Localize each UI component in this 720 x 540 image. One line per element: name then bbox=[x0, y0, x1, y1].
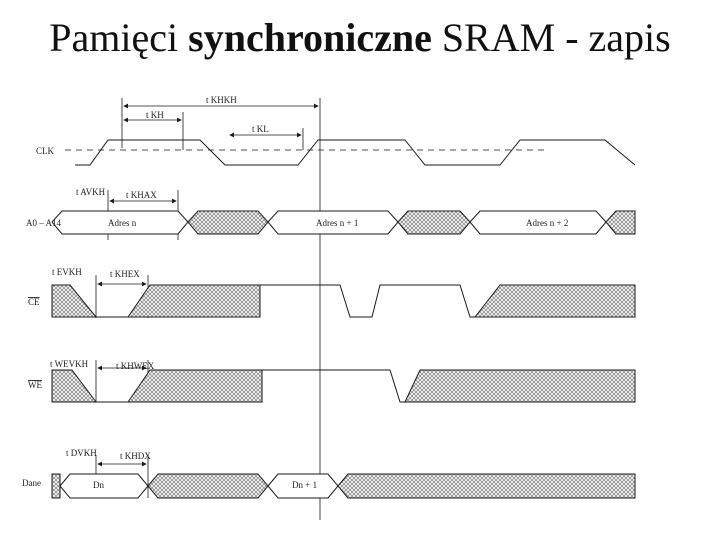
signal-we: WE bbox=[28, 380, 42, 390]
data-invalid-2 bbox=[337, 473, 636, 499]
data-bus bbox=[51, 473, 636, 499]
title-part3: SRAM - zapis bbox=[431, 15, 671, 60]
title-part2: synchroniczne bbox=[188, 15, 432, 60]
clk-signal bbox=[75, 139, 636, 166]
label-addr-n1: Adres n + 1 bbox=[316, 218, 358, 228]
label-t-avkh: t AVKH bbox=[76, 187, 106, 197]
label-t-kh: t KH bbox=[146, 110, 164, 120]
label-d-n: Dn bbox=[93, 480, 104, 490]
title-part1: Pamięci bbox=[49, 15, 189, 60]
label-t-kl: t KL bbox=[252, 124, 269, 134]
we-invalid-3 bbox=[404, 369, 636, 403]
addr-bus bbox=[51, 210, 636, 235]
label-t-khex: t KHEX bbox=[110, 269, 140, 279]
addr-invalid-3 bbox=[605, 210, 636, 235]
data-invalid-1 bbox=[147, 473, 269, 499]
clk-waveform bbox=[65, 139, 636, 166]
label-t-wevkh: t WEVKH bbox=[50, 359, 89, 369]
label-t-kmik: t KHKH bbox=[206, 95, 237, 105]
we-invalid-2 bbox=[127, 369, 263, 403]
we-waveform bbox=[51, 369, 636, 403]
ce-invalid-2 bbox=[127, 284, 261, 318]
data-invalid-0 bbox=[51, 473, 61, 499]
label-t-evkh: t EVKH bbox=[52, 267, 82, 277]
label-t-khdx: t KHDX bbox=[120, 451, 151, 461]
we-invalid-1 bbox=[51, 369, 97, 403]
addr-invalid-2 bbox=[397, 210, 471, 235]
ce-invalid-1 bbox=[51, 284, 98, 318]
label-t-dvkh: t DVKH bbox=[66, 448, 97, 458]
signal-addr: A0 – A14 bbox=[26, 218, 62, 228]
ce-signal bbox=[260, 284, 635, 318]
label-t-khwex: t KHWEX bbox=[116, 361, 155, 371]
label-addr-n: Adres n bbox=[108, 218, 137, 228]
addr-invalid-1 bbox=[187, 210, 269, 235]
data-window-n bbox=[59, 473, 149, 499]
ce-waveform bbox=[51, 284, 636, 318]
label-d-n1: Dn + 1 bbox=[292, 480, 317, 490]
signal-ce: CE bbox=[28, 297, 40, 307]
label-addr-n2: Adres n + 2 bbox=[526, 218, 568, 228]
signal-data: Dane bbox=[22, 478, 41, 488]
signal-clk: CLK bbox=[36, 146, 55, 156]
timing-arrows bbox=[97, 103, 319, 467]
slide-title: Pamięci synchroniczne SRAM - zapis bbox=[0, 14, 720, 61]
ce-invalid-3 bbox=[473, 284, 636, 318]
label-t-khax: t KHAX bbox=[126, 190, 157, 200]
